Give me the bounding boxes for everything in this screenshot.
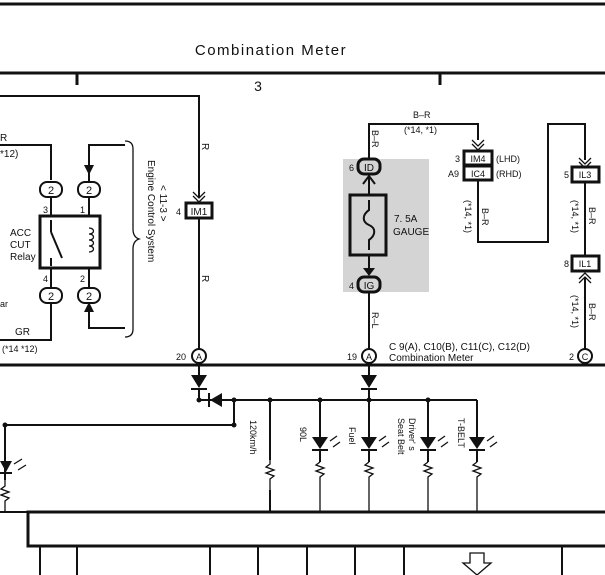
svg-text:< 11-3 >: < 11-3 > (157, 185, 168, 222)
label-90l: 90L (298, 427, 308, 442)
svg-text:A: A (366, 352, 372, 362)
svg-text:*12): *12) (0, 149, 18, 160)
meter-block (26, 510, 605, 548)
svg-text:Combination Meter: Combination Meter (389, 353, 474, 364)
section-number: 3 (254, 78, 262, 94)
wire-br-top (368, 123, 479, 162)
label-tbelt: T-BELT (456, 418, 466, 448)
wire-r-main (0, 95, 200, 198)
svg-text:6: 6 (349, 163, 354, 173)
svg-text:(*14, *1): (*14, *1) (570, 200, 580, 233)
svg-text:20: 20 (176, 352, 186, 362)
svg-text:5: 5 (564, 170, 569, 180)
svg-text:GAUGE: GAUGE (393, 227, 429, 238)
svg-text:IC4: IC4 (471, 169, 485, 179)
svg-text:IG: IG (364, 281, 375, 292)
svg-text:C: C (582, 352, 589, 362)
pin-a19 (361, 348, 377, 364)
acc-cut-relay (38, 214, 102, 270)
relay-connector-bottom-left: 2 (39, 287, 63, 304)
svg-text:2: 2 (86, 291, 92, 303)
svg-text:1: 1 (80, 205, 85, 215)
svg-text:R–L: R–L (370, 312, 380, 329)
down-arrow-icon (461, 552, 493, 575)
svg-text:C 9(A), C10(B), C11(C), C12(D): C 9(A), C10(B), C11(C), C12(D) (389, 342, 530, 353)
pin-c2 (577, 348, 593, 364)
label-120kmh: 120km/h (248, 420, 258, 455)
svg-text:B–R: B–R (413, 110, 431, 120)
svg-text:Relay: Relay (10, 252, 36, 263)
svg-text:4: 4 (349, 281, 354, 291)
label-drivers: Driver' s (407, 418, 417, 451)
svg-text:2: 2 (48, 185, 54, 197)
relay-coil (88, 227, 95, 253)
svg-text:CUT: CUT (10, 240, 31, 251)
svg-text:IM1: IM1 (191, 207, 208, 218)
svg-text:GR: GR (15, 327, 30, 338)
svg-text:2: 2 (48, 291, 54, 303)
svg-text:ID: ID (364, 163, 374, 174)
svg-text:(*14 *12): (*14 *12) (2, 344, 38, 354)
svg-text:IM4: IM4 (470, 154, 485, 164)
svg-text:A: A (196, 352, 202, 362)
svg-text:B–R: B–R (480, 208, 490, 226)
svg-text:(*14, *1): (*14, *1) (463, 200, 473, 233)
svg-text:B–R: B–R (587, 207, 597, 225)
led-indicators (0, 400, 498, 512)
svg-text:2: 2 (569, 352, 574, 362)
svg-text:19: 19 (347, 352, 357, 362)
svg-text:(RHD): (RHD) (496, 169, 522, 179)
diagram-title: Combination Meter (195, 42, 347, 59)
svg-text:A9: A9 (448, 169, 459, 179)
svg-text:R: R (199, 143, 210, 150)
wire-br-right (477, 123, 586, 243)
svg-text:ar: ar (0, 299, 8, 309)
relay-connector-bottom-right: 2 (77, 287, 101, 304)
svg-text:R: R (199, 275, 210, 282)
connector-il1 (570, 254, 601, 273)
svg-text:IL1: IL1 (579, 259, 592, 269)
svg-text:2: 2 (86, 185, 92, 197)
svg-text:4: 4 (43, 274, 48, 284)
connector-id (356, 157, 382, 176)
svg-text:B–R: B–R (587, 303, 597, 321)
svg-text:8: 8 (564, 259, 569, 269)
label-fuel: Fuel (347, 427, 357, 445)
svg-text:4: 4 (176, 207, 181, 217)
label-seat-belt: Seat Belt (396, 418, 406, 455)
svg-text:R: R (0, 133, 7, 144)
svg-text:IL3: IL3 (579, 170, 592, 180)
svg-text:(*14, *1): (*14, *1) (404, 125, 437, 135)
relay-connector-top-left: 2 (39, 181, 63, 198)
engine-control-label: Engine Control System (145, 160, 156, 262)
svg-text:(*14, *1): (*14, *1) (570, 295, 580, 328)
svg-text:3: 3 (455, 154, 460, 164)
svg-text:(LHD): (LHD) (496, 154, 520, 164)
bottom-leads (39, 546, 563, 575)
svg-text:ACC: ACC (10, 228, 31, 239)
svg-text:3: 3 (43, 205, 48, 215)
wire-gr (0, 303, 52, 341)
svg-text:7. 5A: 7. 5A (394, 214, 418, 225)
engine-bracket (124, 140, 142, 338)
pin-a20 (191, 348, 207, 364)
relay-connector-top-right: 2 (77, 181, 101, 198)
wire-r-left (0, 144, 52, 180)
svg-text:B–R: B–R (370, 130, 380, 148)
svg-text:2: 2 (80, 274, 85, 284)
